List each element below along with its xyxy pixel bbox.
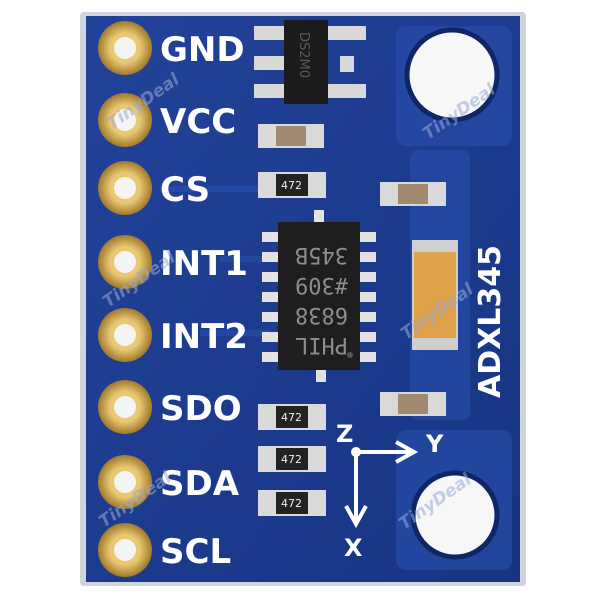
chip-leg — [358, 332, 376, 342]
chip-marking-line: PHIL — [295, 332, 348, 357]
x-arrow-icon — [344, 505, 368, 529]
chip-leg — [358, 272, 376, 282]
y-axis-label: Y — [425, 430, 444, 458]
pin-label: CS — [160, 170, 210, 210]
pin-label: INT2 — [160, 317, 248, 357]
resistor: 472 — [258, 490, 326, 516]
pin-sda: SDA — [98, 455, 240, 509]
pin-hole — [114, 396, 136, 418]
resistors: 472 472 472 472 — [258, 172, 326, 516]
chip-leg — [316, 368, 326, 382]
pin-label: GND — [160, 30, 245, 70]
adxl345-chip: PHIL 6838 #309 345B — [262, 210, 376, 382]
board-title: ADXL345 — [473, 245, 508, 398]
resistor: 472 — [258, 404, 326, 430]
pin-hole — [114, 324, 136, 346]
chip-leg — [262, 232, 280, 242]
pin-int1: INT1 — [98, 235, 248, 289]
pin-gnd: GND — [98, 21, 245, 75]
pin-label: SDA — [160, 464, 240, 504]
mounting-hole-top — [404, 27, 500, 123]
mounting-hole-bottom — [410, 470, 500, 560]
chip-leg — [358, 232, 376, 242]
axis-diagram: Z Y X — [336, 420, 444, 562]
pin-hole — [114, 109, 136, 131]
resistor: 472 — [258, 172, 326, 198]
resistor-label: 472 — [281, 179, 302, 192]
tantalum-capacitor — [412, 240, 458, 350]
pin-label: SCL — [160, 532, 231, 572]
chip-leg — [262, 332, 280, 342]
chip-leg — [262, 272, 280, 282]
chip-leg — [358, 292, 376, 302]
chip-leg — [358, 252, 376, 262]
chip-leg — [358, 352, 376, 362]
chip-marking-line: #309 — [295, 272, 348, 297]
pin-scl: SCL — [98, 523, 231, 577]
pin-cs: CS — [98, 161, 210, 215]
pin-int2: INT2 — [98, 308, 248, 362]
resistor-label: 472 — [281, 453, 302, 466]
pin-vcc: VCC — [98, 93, 236, 147]
capacitors — [258, 124, 446, 416]
regulator-marking: DS2M0 — [296, 32, 311, 78]
chip-leg — [314, 210, 324, 224]
pin-sdo: SDO — [98, 380, 242, 434]
pin-hole — [114, 251, 136, 273]
resistor-label: 472 — [281, 411, 302, 424]
chip-leg — [262, 252, 280, 262]
pin-hole — [114, 539, 136, 561]
voltage-regulator: DS2M0 — [254, 20, 366, 104]
z-axis-label: Z — [336, 420, 353, 448]
resistor-label: 472 — [281, 497, 302, 510]
chip-leg — [358, 312, 376, 322]
pin-label: VCC — [160, 102, 236, 142]
chip-leg — [262, 292, 280, 302]
pin-hole — [114, 37, 136, 59]
pin-hole — [114, 177, 136, 199]
pin-label: INT1 — [160, 244, 248, 284]
chip-marking-line: 6838 — [295, 302, 348, 327]
x-axis-label: X — [344, 534, 363, 562]
pin-hole — [114, 471, 136, 493]
resistor: 472 — [258, 446, 326, 472]
chip-leg — [262, 312, 280, 322]
y-arrow-icon — [395, 440, 419, 464]
pin-label: SDO — [160, 389, 242, 429]
chip-marking-line: 345B — [295, 242, 348, 267]
chip-leg — [262, 352, 280, 362]
